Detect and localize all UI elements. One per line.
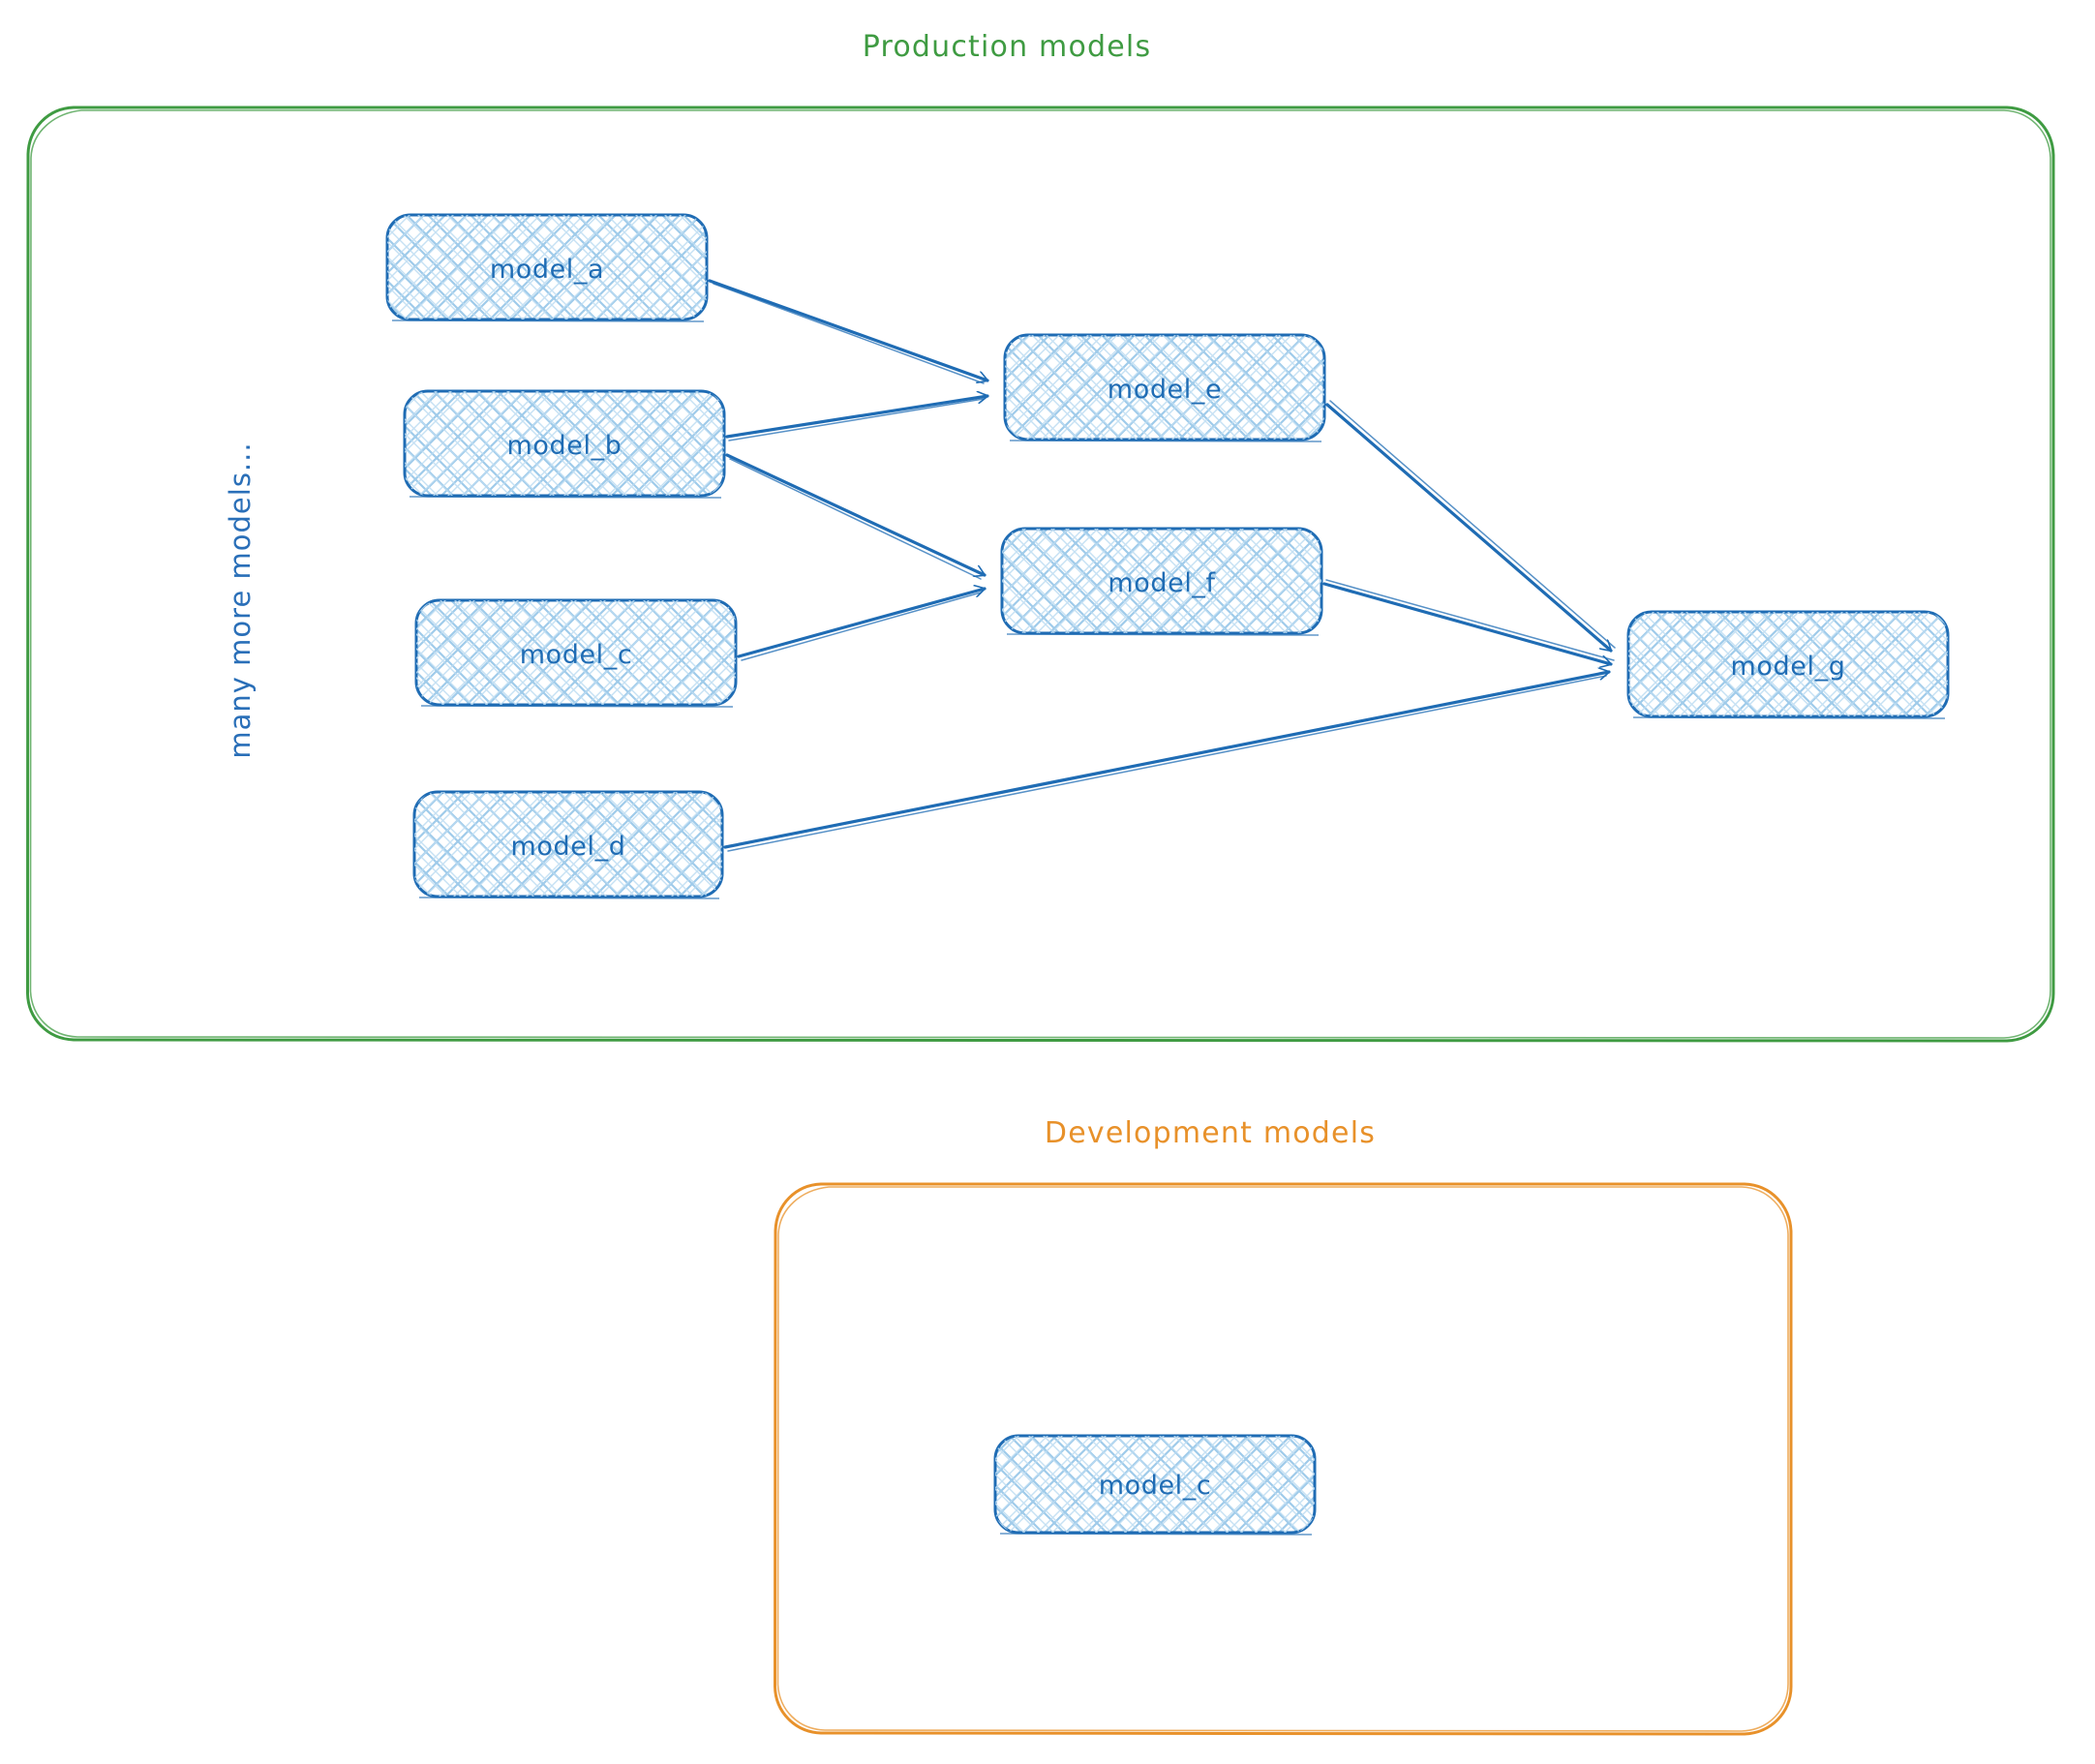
edge-model-a-to-model-e (708, 279, 989, 384)
node-model-e[interactable]: model_e (1003, 333, 1326, 442)
development-group-border-sketch (776, 1186, 1789, 1732)
group-production: Production models (25, 30, 2055, 1043)
edge-model-f-to-model-g (1322, 579, 1615, 664)
node-model-d-label: model_d (511, 832, 626, 862)
node-model-c-production[interactable]: model_c (414, 598, 738, 708)
many-more-models-label: many more models... (224, 441, 257, 758)
edge-model-e-to-model-g (1325, 400, 1616, 653)
edges-layer (708, 279, 1616, 852)
node-model-b-hatch (405, 391, 724, 496)
node-model-c-development[interactable]: model_c (993, 1434, 1317, 1536)
production-group-title: Production models (863, 30, 1152, 64)
edge-model-c-to-model-f (737, 589, 987, 661)
production-group-border (25, 106, 2055, 1043)
node-model-c-production-hatch (416, 600, 736, 705)
node-model-d-hatch (414, 792, 722, 897)
node-model-a-label: model_a (490, 255, 604, 285)
node-model-f-hatch (1002, 529, 1321, 633)
node-model-a[interactable]: model_a (385, 213, 709, 322)
nodes-layer: model_a model_b model_c model (385, 213, 1950, 1536)
node-model-b[interactable]: model_b (403, 389, 726, 499)
node-model-e-hatch (1005, 335, 1324, 440)
node-model-c-development-hatch (995, 1436, 1315, 1533)
development-group-title: Development models (1045, 1116, 1376, 1150)
node-model-c-production-label: model_c (520, 640, 633, 670)
production-group-border-sketch (29, 109, 2051, 1039)
node-model-f-sketch-line (1006, 633, 1320, 636)
development-group-border (773, 1182, 1793, 1736)
node-model-f[interactable]: model_f (1000, 527, 1323, 636)
node-model-b-label: model_b (507, 431, 622, 461)
node-model-e-label: model_e (1108, 375, 1222, 405)
node-model-c-development-sketch-line (999, 1533, 1313, 1536)
node-model-g-hatch (1628, 612, 1948, 716)
node-model-b-sketch-line (409, 496, 722, 499)
node-model-d-sketch-line (418, 897, 720, 899)
node-model-a-hatch (387, 215, 707, 319)
edge-model-d-to-model-g (723, 672, 1611, 852)
node-model-g-sketch-line (1632, 716, 1946, 719)
edge-model-b-to-model-f (725, 453, 987, 580)
node-model-d[interactable]: model_d (412, 790, 724, 899)
node-model-g[interactable]: model_g (1626, 610, 1950, 719)
node-model-a-sketch-line (391, 319, 705, 322)
node-model-g-label: model_g (1731, 652, 1846, 682)
edge-model-b-to-model-e (725, 396, 989, 441)
node-model-f-label: model_f (1108, 568, 1216, 598)
node-model-c-development-label: model_c (1099, 1471, 1212, 1501)
node-model-c-production-sketch-line (420, 705, 734, 708)
group-development: Development models (773, 1116, 1793, 1736)
